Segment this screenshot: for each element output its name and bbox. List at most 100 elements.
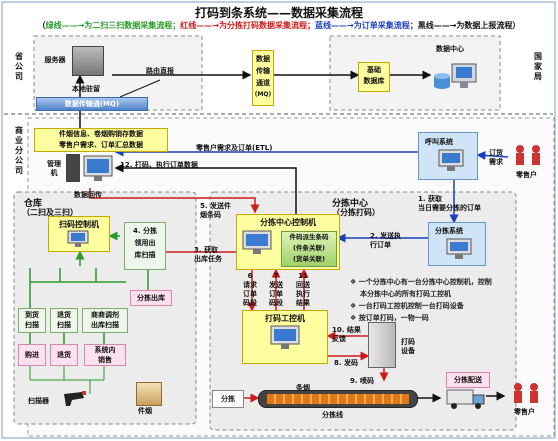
step-7-line: 码段 <box>269 299 283 307</box>
scanner-icon <box>60 388 90 408</box>
sorting-system-label: 分拣系统 <box>435 227 463 235</box>
note-text: 一个分拣中心有一台分拣中心控制机，控制 <box>358 278 492 286</box>
sort-center-inner-line: (件条关联) <box>293 244 325 252</box>
legend-black: 黑线——→为数据上报流程 <box>417 21 513 30</box>
retailer-icon <box>510 144 550 168</box>
server-label: 服务器 <box>44 56 66 64</box>
step-12-label: 12. 打码、执行订单数据 <box>120 161 198 169</box>
step-7-line: 订单 <box>269 290 283 298</box>
direct-report-label: 路由直报 <box>146 67 174 75</box>
step-5-line: 烟条码 <box>200 211 221 219</box>
step-2-label: 2. 发送执 行订单 <box>370 232 401 250</box>
scan-box-return: 退货 扫描 <box>50 308 78 333</box>
print-ctrl-box: 打码工控机 <box>242 310 328 364</box>
step-7-line: 7 <box>273 272 279 280</box>
order-demand-line: 需求 <box>489 158 503 166</box>
scan-box-arrival: 到货 扫描 <box>18 308 46 333</box>
pink-box-line: 销售 <box>98 356 112 364</box>
datacenter-label: 数据中心 <box>436 45 464 53</box>
step-10-line: 10. 结果 <box>332 326 361 334</box>
note-bullet-icon: ❖ <box>350 278 357 286</box>
step-1-line: 1. 获取 <box>418 195 442 203</box>
retailer-bottom-icon <box>508 382 548 406</box>
step-1-label: 1. 获取 当日需要分拣的订单 <box>418 195 481 213</box>
retailer-label-top: 零售户 <box>516 171 537 179</box>
note-item: ❖ 按订单打码，一物一码 <box>350 312 510 324</box>
mq-channel-box: 数据 传输 通道 (MQ) <box>252 50 274 106</box>
sorting-system-box: 分拣系统 <box>428 222 486 266</box>
step-4-box: 4. 分拣 领用出 库扫描 <box>124 222 166 270</box>
mgmt-computer-icon <box>66 152 114 184</box>
server-icon <box>72 46 104 76</box>
step-5-label: 5. 发送件 烟条码 <box>200 202 231 220</box>
step-6-line: 6 <box>247 272 253 280</box>
note-item: ❖ 一台打码工控机控制一台打码设备 <box>350 300 510 312</box>
province-label: 省公司 <box>15 52 23 81</box>
legend: （绿线——→为二扫三扫数据采集流程；红线——→为分拣打码数据采集流程；蓝线——→… <box>6 20 552 31</box>
sorting-subtitle: （分拣打码） <box>332 208 380 217</box>
step-6-line: 请求 <box>243 281 257 289</box>
carton-icon <box>136 382 162 406</box>
step-3-line: 3. 获取 <box>194 246 218 254</box>
sort-center-ctrl-label: 分拣中心控制机 <box>260 218 316 227</box>
warehouse-subtitle: （二扫及三扫） <box>22 208 78 217</box>
step-6-line: 码段 <box>243 299 257 307</box>
step-10-label: 10. 结果 反馈 <box>332 326 361 344</box>
note-bullet-icon: ❖ <box>350 314 357 322</box>
sort-line-label: 分拣线 <box>322 411 343 419</box>
legend-blue: 蓝线——→为订单采集流程； <box>315 21 418 30</box>
scanner-label: 扫描器 <box>28 397 49 405</box>
step-9-label: 9. 喷码 <box>350 377 374 385</box>
step-4-line: 领用出 <box>134 239 156 247</box>
sort-out-stock-box: 分拣出库 <box>130 290 172 306</box>
step-8-label: 8. 发码 <box>334 359 358 367</box>
sorting-title: 分拣中心 <box>332 199 369 209</box>
step-3-label: 3. 获取 出库任务 <box>194 246 222 264</box>
scan-box-line: 退货 <box>57 311 71 319</box>
print-ctrl-label: 打码工控机 <box>265 314 305 323</box>
national-label: 国家局 <box>534 52 542 81</box>
page-title: 打码到条系统——数据采集流程 <box>194 6 363 20</box>
step-7-line: 发送 <box>269 281 283 289</box>
note-item: 本分拣中心的所有打码工控机 <box>350 288 510 300</box>
step-11-label: 11 回送 执行 结果 <box>292 272 314 308</box>
note-bullet-icon: ❖ <box>350 302 357 310</box>
data-return-label: 数据回传 <box>74 191 102 199</box>
warehouse-title: 仓库 <box>24 199 43 209</box>
step-11-line: 回送 <box>296 281 310 289</box>
sort-center-inner: 件码派生条码 (件条关联) (货单关联) <box>281 231 337 267</box>
legend-red: 红线——→为分拣打码数据采集流程； <box>180 21 315 30</box>
notes: ❖ 一个分拣中心有一台分拣中心控制机，控制 本分拣中心的所有打码工控机 ❖ 一台… <box>350 276 510 324</box>
order-demand-line: 订货 <box>489 149 503 157</box>
etl-label: 零售户需求及订单(ETL) <box>196 144 273 152</box>
step-11-line: 结果 <box>296 299 310 307</box>
mgmt-label-line: 机 <box>50 169 58 177</box>
mgmt-info-line: 零售户需求、订单汇总数据 <box>59 141 143 149</box>
note-text: 按订单打码，一物一码 <box>358 314 429 322</box>
mq-channel-line: 数据 <box>256 55 270 63</box>
sort-center-inner-line: 件码派生条码 <box>289 233 329 241</box>
cigarettes-label: 条烟 <box>296 384 310 392</box>
legend-open: （ <box>37 21 46 30</box>
step-4-line: 4. 分拣 <box>133 227 157 235</box>
base-db-line: 数据库 <box>363 77 385 85</box>
scan-box-transfer: 商商调剂 出库扫描 <box>82 308 128 333</box>
datacenter-icon <box>432 56 482 94</box>
step-7-label: 7 发送 订单 码段 <box>266 272 286 308</box>
step-3-line: 出库任务 <box>194 255 222 263</box>
sort-delivery-box: 分拣配送 <box>446 372 490 388</box>
mgmt-info-line: 件烟信息、卷烟购销存数据 <box>59 130 143 138</box>
legend-green: 绿线——→为二扫三扫数据采集流程； <box>45 21 181 30</box>
retailer-label-bottom: 零售户 <box>514 408 535 416</box>
step-11-line: 执行 <box>296 290 310 298</box>
scan-box-line: 扫描 <box>57 321 71 329</box>
print-device-icon <box>368 322 396 368</box>
note-item: ❖ 一个分拣中心有一台分拣中心控制机，控制 <box>350 276 510 288</box>
step-2-line: 2. 发送执 <box>370 232 401 240</box>
scan-ctrl-box: 扫码控制机 <box>48 216 110 252</box>
step-2-line: 行订单 <box>370 241 391 249</box>
step-6-label: 6 请求 订单 码段 <box>240 272 260 308</box>
pink-box-return: 退货 <box>50 344 78 366</box>
step-1-line: 当日需要分拣的订单 <box>418 204 481 212</box>
